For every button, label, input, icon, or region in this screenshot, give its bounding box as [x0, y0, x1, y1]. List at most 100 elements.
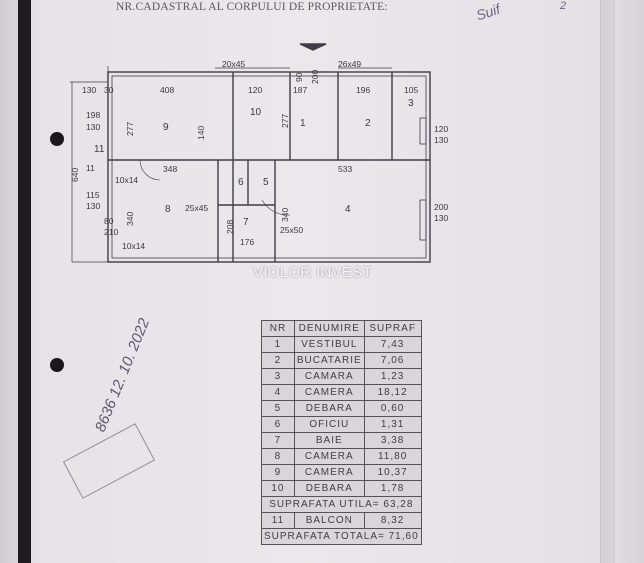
- dim-label: 80: [104, 216, 114, 226]
- dim-label: 533: [338, 164, 352, 174]
- dim-label: 10x14: [122, 241, 145, 251]
- dim-label: 130: [434, 213, 448, 223]
- cell-area: 1,78: [363, 480, 422, 497]
- dim-label: 277: [280, 114, 290, 128]
- binding-strip: [18, 0, 31, 563]
- room-number: 5: [263, 177, 269, 188]
- cell-nr: 11: [261, 512, 295, 529]
- dim-label: 25x50: [280, 225, 303, 235]
- cell-nr: 7: [261, 432, 295, 449]
- cell-area: 1,23: [363, 368, 422, 385]
- cell-name: CAMERA: [293, 384, 365, 401]
- dim-label: 340: [280, 208, 290, 222]
- cell-nr: 2: [261, 352, 295, 369]
- dim-label: 120: [248, 85, 262, 95]
- cell-nr: 8: [261, 448, 295, 465]
- cell-area: 7,43: [363, 336, 422, 353]
- total-area: SUPRAFATA TOTALA= 71,60: [261, 528, 422, 545]
- cell-area: 10,37: [363, 464, 422, 481]
- cell-name: BALCON: [293, 512, 365, 529]
- dim-label: 20x45: [222, 59, 245, 69]
- cell-area: 7,06: [363, 352, 422, 369]
- door-swing: [261, 199, 291, 216]
- total-row: SUPRAFATA TOTALA= 71,60: [261, 528, 422, 545]
- punch-hole: [50, 132, 64, 146]
- window: [419, 117, 427, 145]
- cell-area: 18,12: [363, 384, 422, 401]
- dim-label: 130: [86, 201, 100, 211]
- cell-nr: 3: [261, 368, 295, 385]
- watermark: VIOLOR INVEST: [253, 264, 372, 281]
- dim-label: 277: [125, 122, 135, 136]
- util-row: SUPRAFATA UTILA= 63,28: [261, 496, 422, 513]
- punch-hole: [50, 358, 64, 372]
- north-arrow: [299, 43, 327, 51]
- header-denumire: DENUMIRE: [293, 320, 365, 337]
- page-edge: [600, 0, 615, 563]
- dim-label: 26x49: [338, 59, 361, 69]
- dim-label: 640: [70, 168, 80, 182]
- document-header: NR.CADASTRAL AL CORPULUI DE PROPRIETATE:: [116, 1, 388, 13]
- cell-name: DEBARA: [293, 480, 365, 497]
- dim-label: 196: [356, 85, 370, 95]
- room-number: 7: [243, 217, 249, 228]
- table-row: 11 BALCON 8,32: [261, 512, 422, 529]
- cell-area: 1,31: [363, 416, 422, 433]
- dim-label: 200: [310, 70, 320, 84]
- dim-label: 120: [434, 124, 448, 134]
- dim-label: 90: [294, 72, 304, 82]
- cell-name: CAMERA: [293, 448, 365, 465]
- cell-area: 0,60: [363, 400, 422, 417]
- cell-nr: 1: [261, 336, 295, 353]
- room-number: 11: [94, 144, 105, 155]
- cell-area: 3,38: [363, 432, 422, 449]
- dim-label: 200: [434, 202, 448, 212]
- dim-label: 130: [82, 85, 96, 95]
- room-number: 2: [365, 118, 371, 129]
- cell-name: CAMARA: [293, 368, 365, 385]
- dim-label: 176: [240, 237, 254, 247]
- window: [419, 199, 427, 241]
- util-area: SUPRAFATA UTILA= 63,28: [261, 496, 422, 513]
- room-number: 8: [165, 204, 171, 215]
- dim-label: 208: [225, 220, 235, 234]
- cell-name: VESTIBUL: [293, 336, 365, 353]
- dim-label: 30: [104, 85, 114, 95]
- cell-nr: 9: [261, 464, 295, 481]
- dim-label: 10x14: [115, 175, 138, 185]
- dim-label: 11: [86, 163, 95, 173]
- room-number: 10: [250, 107, 262, 118]
- handwritten-corner: 2: [560, 0, 567, 12]
- dim-label: 25x45: [185, 203, 208, 213]
- dim-label: 408: [160, 85, 174, 95]
- cell-name: BAIE: [293, 432, 365, 449]
- room-number: 6: [238, 177, 244, 188]
- dim-label: 348: [163, 164, 177, 174]
- dim-label: 140: [196, 126, 206, 140]
- dim-label: 210: [104, 227, 118, 237]
- room-number: 9: [163, 122, 169, 133]
- dim-label: 130: [86, 122, 100, 132]
- cell-nr: 6: [261, 416, 295, 433]
- room-number: 1: [300, 118, 306, 129]
- table-header-row: NR DENUMIRE SUPRAF: [261, 320, 422, 337]
- cell-name: OFICIU: [293, 416, 365, 433]
- cell-nr: 4: [261, 384, 295, 401]
- dim-label: 340: [125, 212, 135, 226]
- outer-wall: [107, 71, 431, 263]
- cell-nr: 10: [261, 480, 295, 497]
- cell-nr: 5: [261, 400, 295, 417]
- cell-area: 11,80: [363, 448, 422, 465]
- dim-label: 105: [404, 85, 418, 95]
- dim-label: 187: [293, 85, 307, 95]
